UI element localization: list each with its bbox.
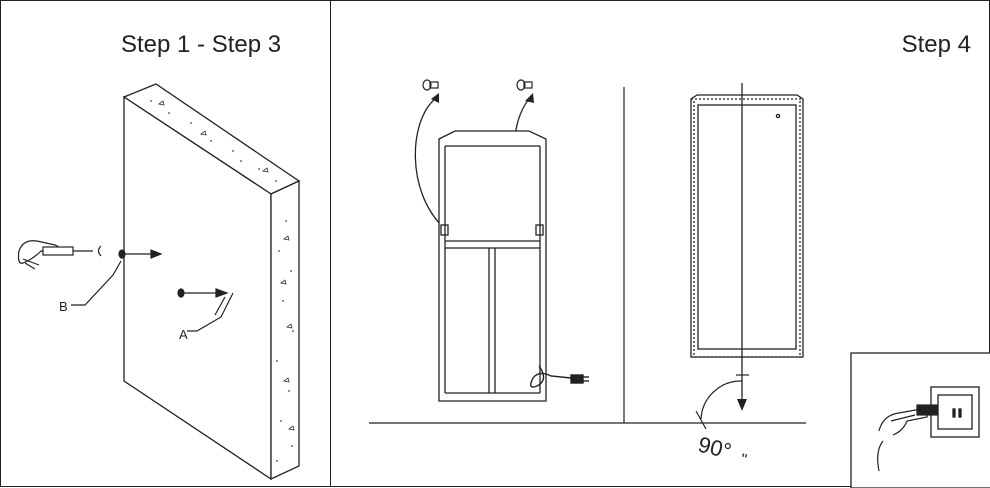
arrow-left-icon — [414, 98, 444, 228]
label-a: A — [179, 327, 188, 342]
wall-drilling-illustration: B A — [17, 83, 301, 481]
hand-plug-icon — [877, 404, 938, 472]
hand-screwdriver-icon — [17, 240, 102, 270]
wall-slab — [122, 83, 301, 481]
screw-left-icon — [422, 79, 439, 91]
leader-a — [187, 292, 234, 332]
angle-label: 90° — [696, 432, 734, 464]
label-b: B — [59, 299, 68, 314]
step-1-3-panel: Step 1 - Step 3 — [0, 0, 331, 487]
angle-arc — [700, 380, 743, 420]
leader-b — [71, 260, 122, 306]
step-4-title: Step 4 — [901, 31, 971, 58]
concrete-triangles — [158, 100, 295, 431]
wall-outlet-icon — [930, 386, 980, 438]
mirror-back-view — [438, 130, 547, 402]
power-plug-icon — [530, 365, 589, 388]
angle-label-mark: " — [739, 451, 749, 469]
screw-a-icon — [177, 288, 229, 298]
step-4-panel: Step 4 — [330, 0, 990, 488]
plumb-arrow-icon — [737, 399, 747, 411]
screw-right-icon — [516, 79, 533, 91]
concrete-texture — [150, 100, 294, 462]
mirror-mounting-illustration: 90° " — [369, 79, 990, 488]
mirror-front-view — [690, 94, 804, 358]
step-1-3-title: Step 1 - Step 3 — [121, 31, 282, 58]
wall-anchor-b-icon — [118, 249, 163, 259]
outlet-inset — [850, 352, 990, 488]
